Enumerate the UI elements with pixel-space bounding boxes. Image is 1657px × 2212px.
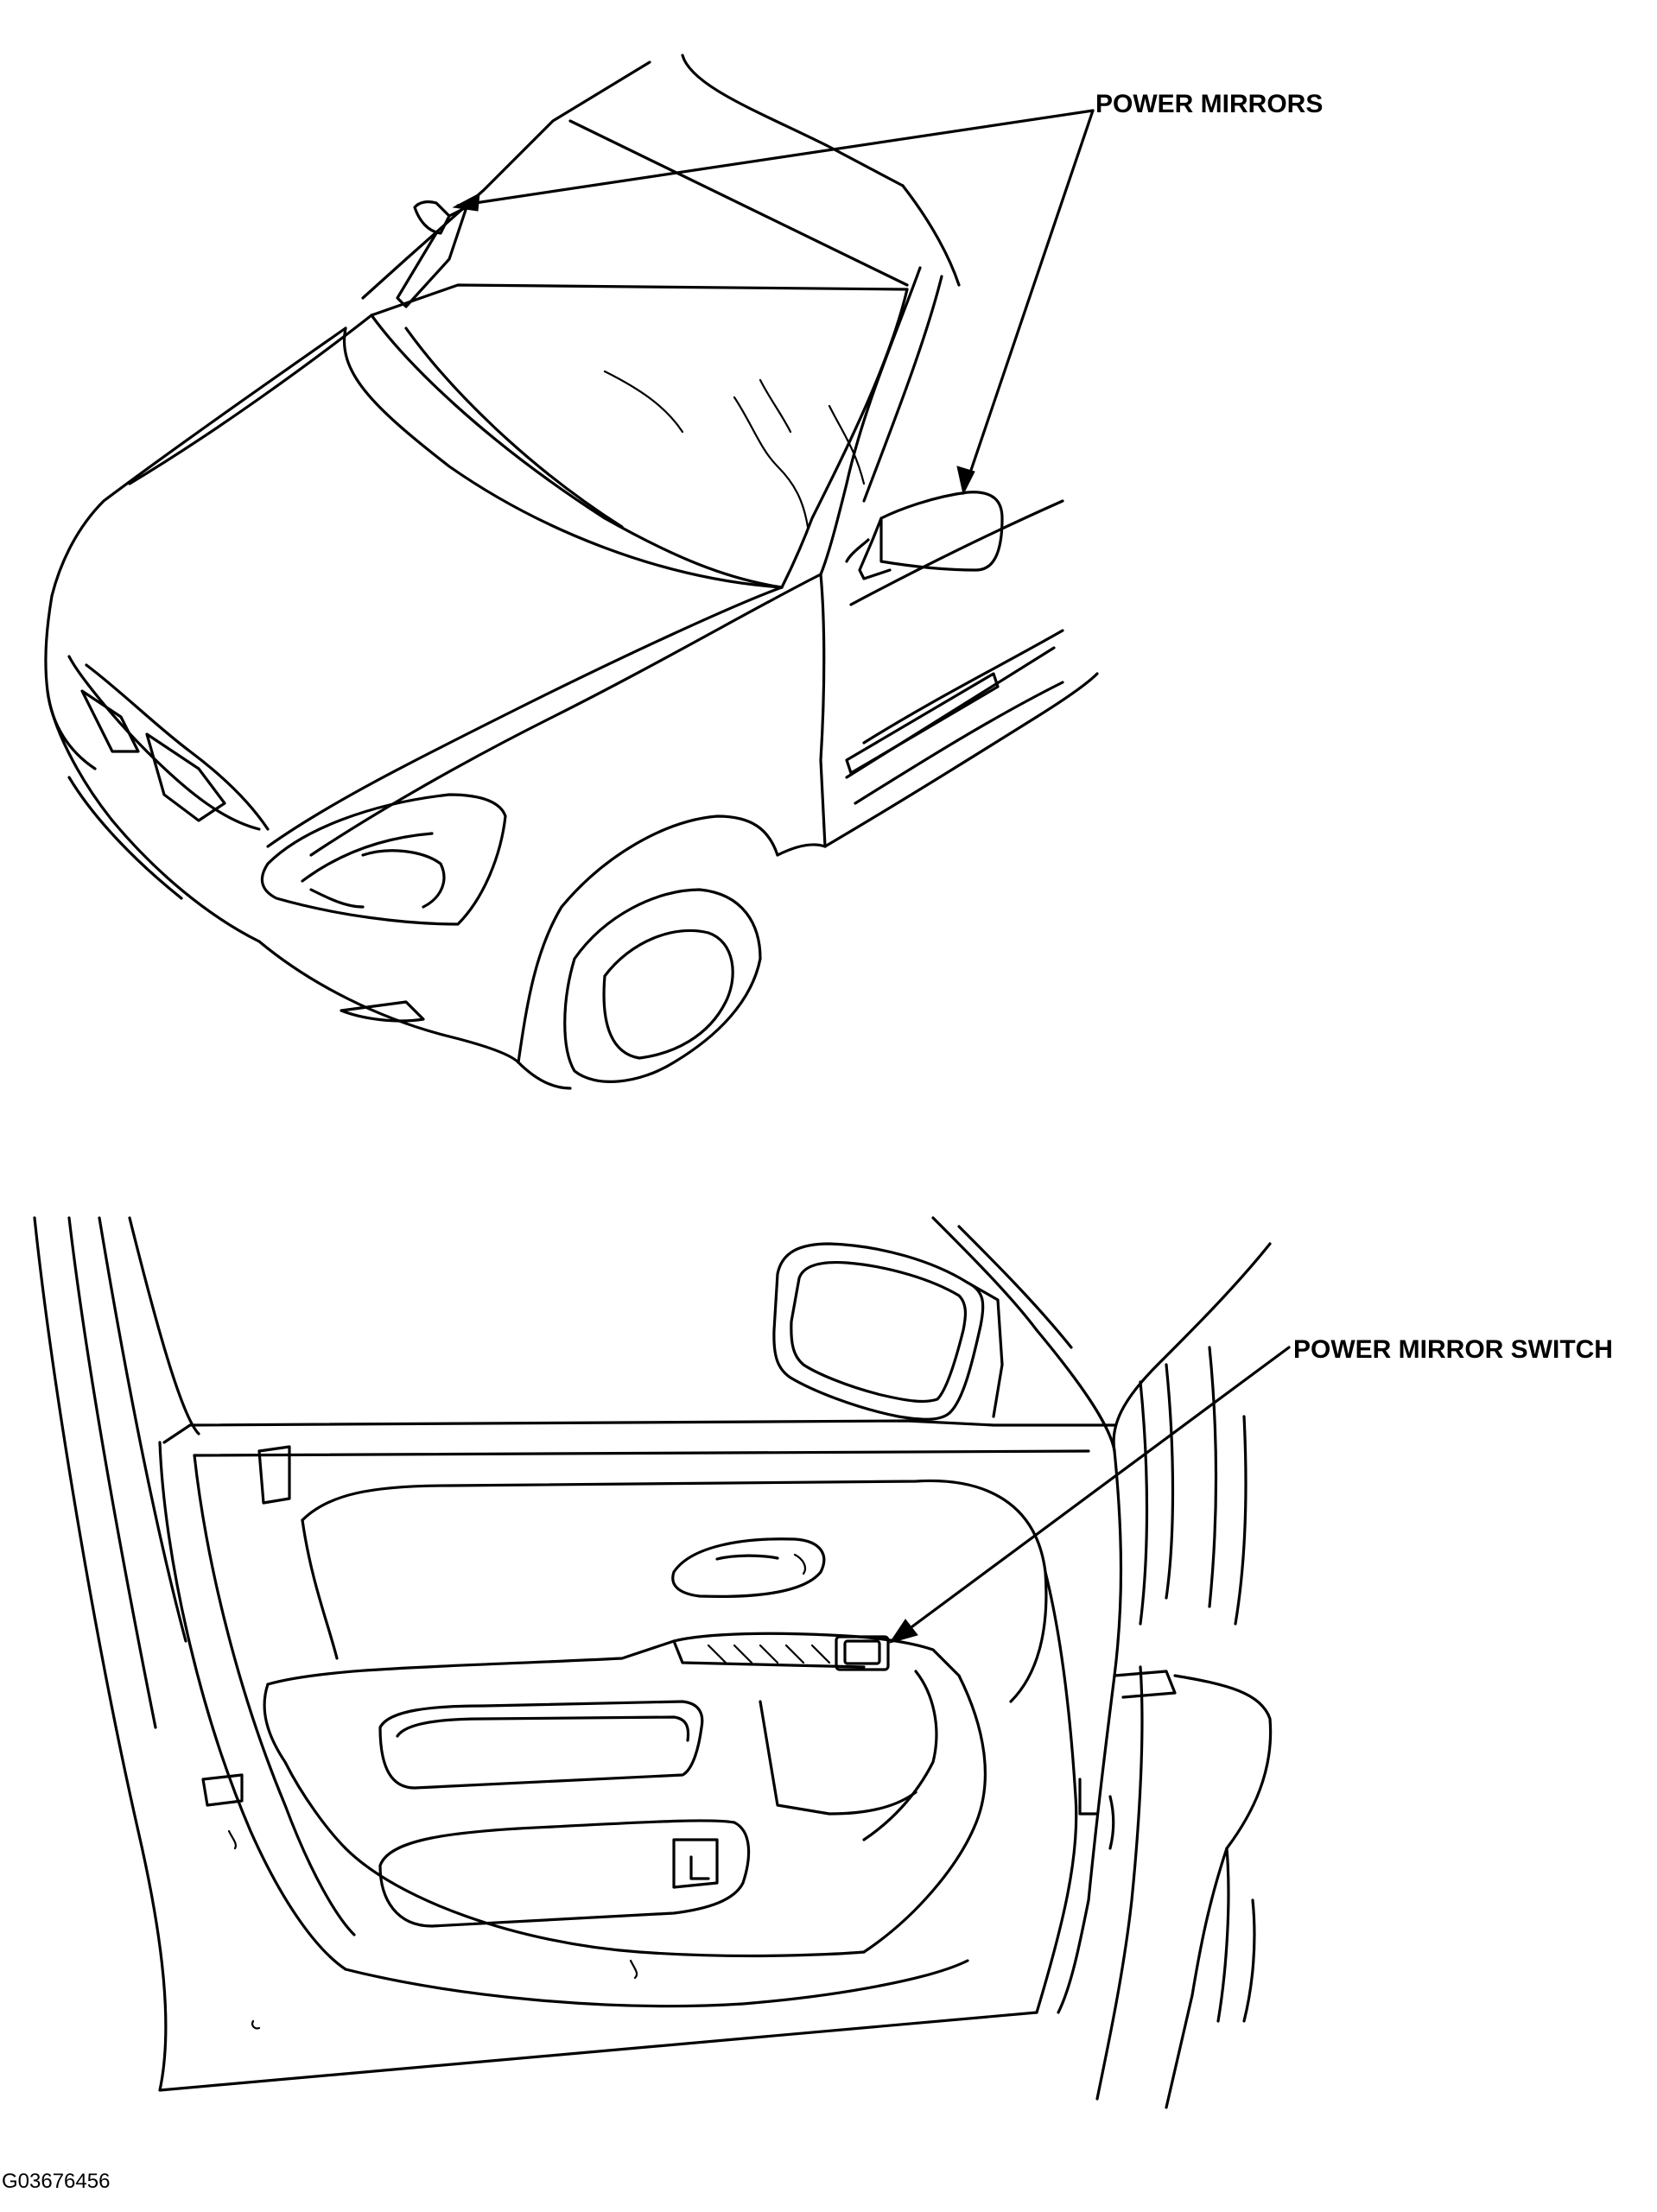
door-interior-illustration [33, 1216, 1273, 2109]
figure-id-label: G03676456 [2, 2170, 111, 2193]
power-mirror-switch-leader [888, 1346, 1291, 1644]
power-mirrors-label: POWER MIRRORS [1095, 90, 1324, 118]
power-mirrors-leaders [452, 109, 1095, 496]
vehicle-exterior-illustration [44, 54, 1099, 1090]
power-mirror-switch-label: POWER MIRROR SWITCH [1293, 1335, 1613, 1364]
